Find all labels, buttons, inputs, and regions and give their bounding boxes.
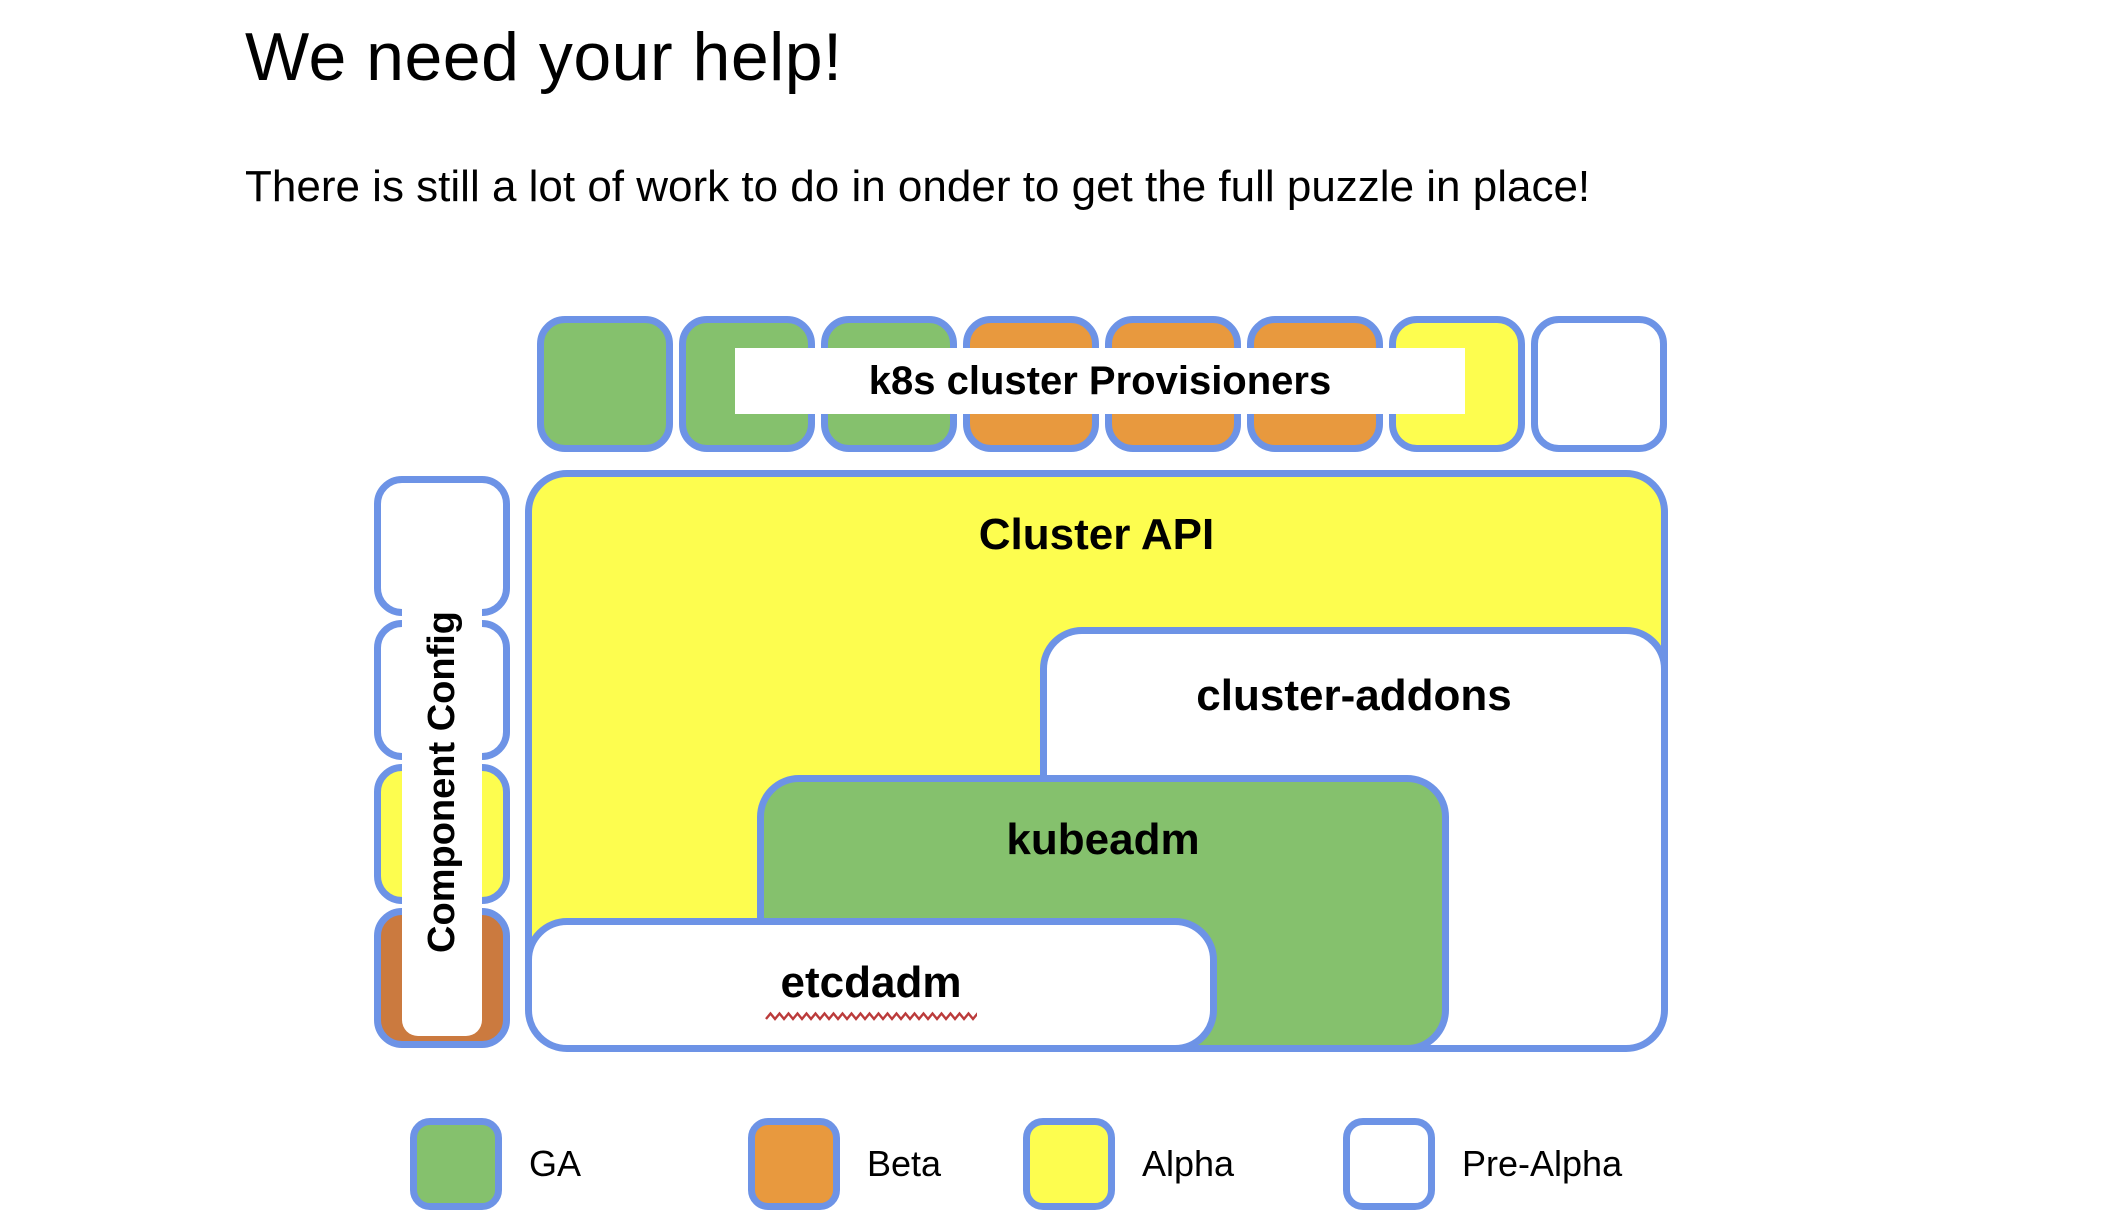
etcdadm-label: etcdadm [532,925,1210,1021]
component-config-label: Component Config [420,611,463,953]
cluster-addons-label: cluster-addons [1196,671,1512,720]
provisioner-square-ga [537,316,673,452]
kubeadm-label: kubeadm [1006,815,1200,864]
etcdadm-box: etcdadm [525,918,1217,1052]
provisioners-label-strip: k8s cluster Provisioners [735,348,1465,414]
legend-swatch-ga [410,1118,502,1210]
legend-label-beta: Beta [867,1143,942,1184]
component-config-label-strip: Component Config [402,528,482,1036]
provisioners-label: k8s cluster Provisioners [868,358,1332,403]
slide-subtitle: There is still a lot of work to do in on… [245,162,1591,211]
legend-swatch-beta [748,1118,840,1210]
etcdadm-label-text: etcdadm [780,958,962,1007]
legend-item-ga: GA [410,1118,581,1210]
legend-item-beta: Beta [748,1118,941,1210]
legend-item-pre-alpha: Pre-Alpha [1343,1118,1622,1210]
legend-swatch-pre-alpha [1343,1118,1435,1210]
legend-label-ga: GA [529,1143,582,1184]
cluster-api-label: Cluster API [978,510,1215,559]
legend-label-alpha: Alpha [1142,1143,1235,1184]
legend-swatch-alpha [1023,1118,1115,1210]
legend-label-pre-alpha: Pre-Alpha [1462,1143,1623,1184]
spellcheck-squiggle [765,1011,977,1021]
legend-item-alpha: Alpha [1023,1118,1234,1210]
slide-title: We need your help! [245,19,843,95]
provisioner-square-pre-alpha [1531,316,1667,452]
